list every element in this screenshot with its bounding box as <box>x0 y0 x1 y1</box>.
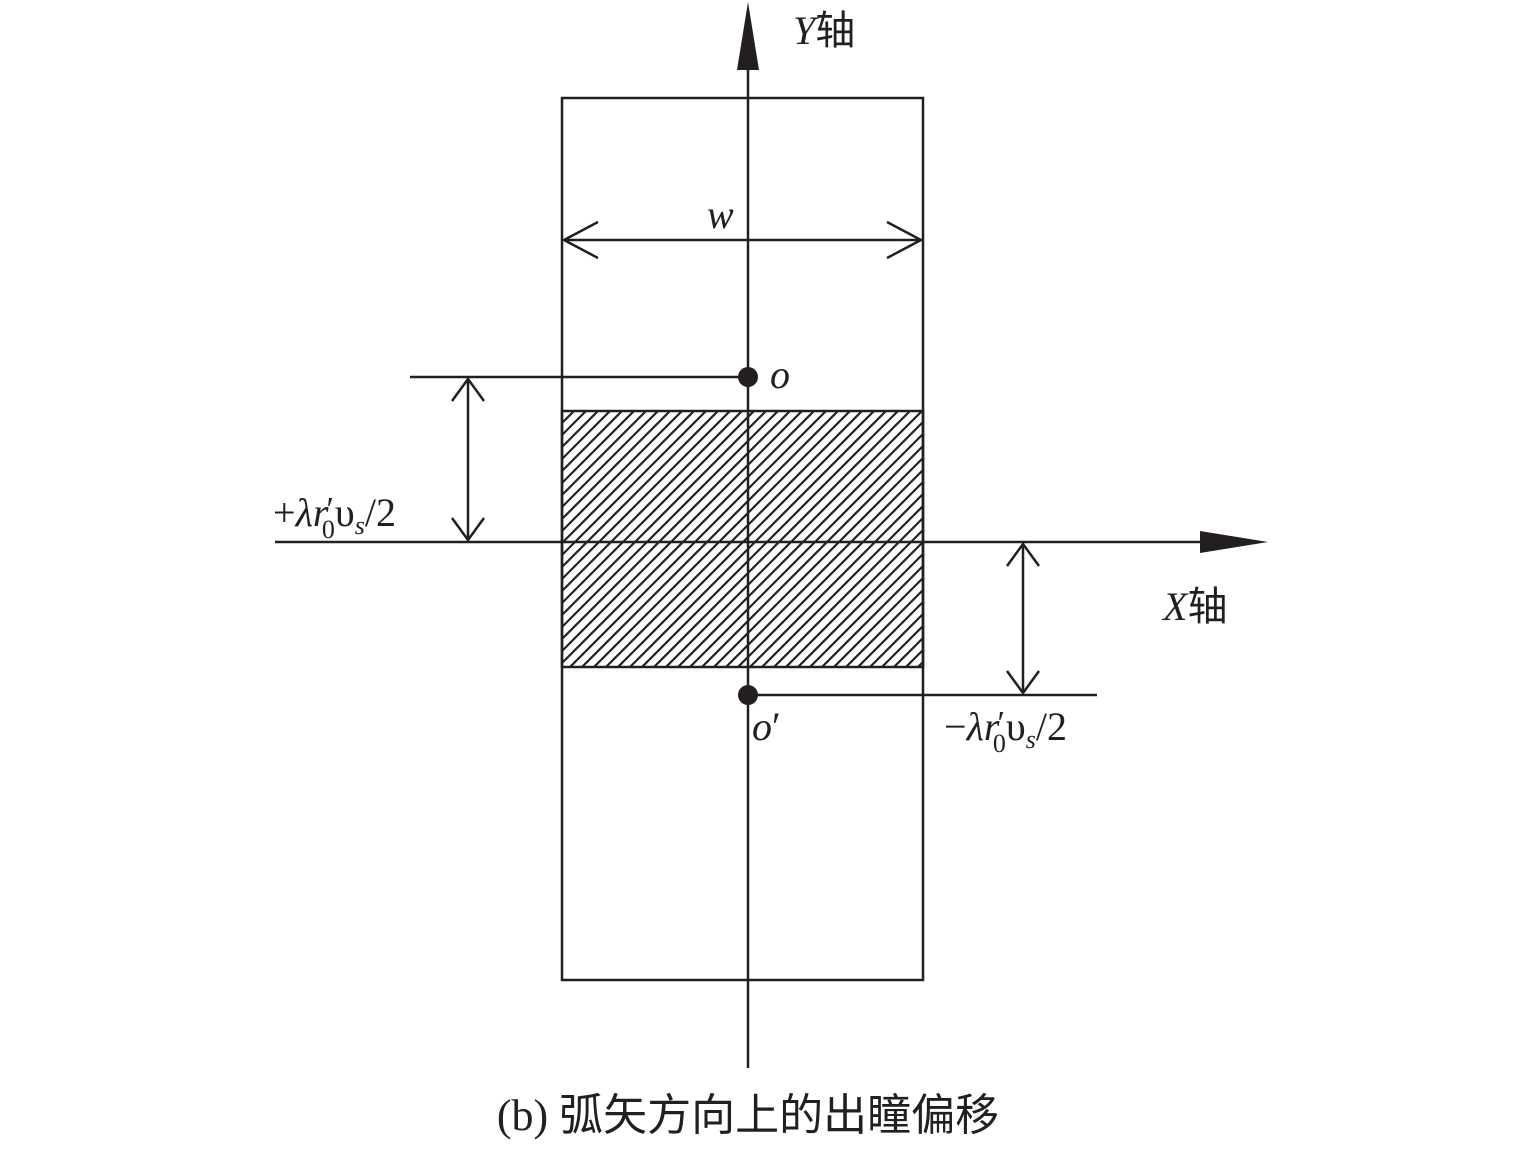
hatch-line <box>562 411 695 545</box>
plus-offset-label: +λr′0υs/2 <box>273 490 396 544</box>
hatch-line <box>562 411 767 617</box>
width-dimension <box>561 220 924 260</box>
hatch-line <box>737 480 923 667</box>
hatch-line <box>562 411 647 497</box>
hatch-line <box>562 411 671 521</box>
width-label: w <box>707 192 734 237</box>
hatch-line <box>930 411 1186 667</box>
hatch-line <box>905 648 923 667</box>
hatch-line <box>665 411 923 667</box>
hatch-line <box>562 411 743 593</box>
minus-offset-label: −λr′0υs/2 <box>944 704 1067 758</box>
hatch-line <box>725 468 923 667</box>
hatch-line <box>713 456 923 667</box>
hatched-region <box>562 411 1186 667</box>
hatch-line <box>845 588 923 667</box>
minus-offset-dimension <box>1005 541 1041 696</box>
hatch-line <box>629 411 887 667</box>
hatch-line <box>677 420 923 667</box>
hatch-line <box>562 411 659 509</box>
hatch-line <box>562 411 731 581</box>
shifted-origin-dot <box>738 685 758 705</box>
hatch-line <box>562 411 623 473</box>
pupil-rectangle <box>560 96 925 982</box>
hatch-line <box>562 411 635 485</box>
shifted-origin-label: o′ <box>752 704 781 749</box>
hatch-line <box>569 411 827 667</box>
hatched-region-border <box>560 409 925 669</box>
hatch-line <box>761 504 923 667</box>
hatch-line <box>857 600 923 667</box>
hatch-line <box>821 564 923 667</box>
hatch-line <box>562 411 611 461</box>
hatch-line <box>562 411 683 533</box>
plus-offset-dimension <box>450 376 486 543</box>
hatch-line <box>562 411 587 437</box>
hatch-line <box>773 516 923 667</box>
origin-label: o <box>770 352 790 397</box>
hatch-line <box>562 411 563 413</box>
hatch-line <box>809 552 923 667</box>
hatch-line <box>653 411 911 667</box>
y-axis-arrowhead <box>737 2 759 70</box>
hatch-line <box>833 576 923 667</box>
hatch-line <box>785 528 923 667</box>
hatch-line <box>562 411 719 569</box>
hatch-line <box>562 411 803 653</box>
y-axis-label: Y轴 <box>793 8 855 53</box>
hatch-line <box>562 411 707 557</box>
hatch-line <box>562 411 779 629</box>
origin-dot <box>738 367 758 387</box>
hatch-line <box>641 411 899 667</box>
hatch-line <box>593 411 851 667</box>
hatch-line <box>749 492 923 667</box>
hatch-line <box>617 411 875 667</box>
hatch-line <box>562 411 755 605</box>
x-axis-label: X轴 <box>1161 584 1227 629</box>
hatch-line <box>701 444 923 667</box>
hatch-line <box>562 411 815 665</box>
hatch-line <box>689 432 923 667</box>
hatch-line <box>581 411 839 667</box>
hatch-line <box>797 540 923 667</box>
hatch-line <box>605 411 863 667</box>
hatch-line <box>917 660 923 667</box>
figure-caption: (b) 弧矢方向上的出瞳偏移 <box>497 1091 999 1140</box>
hatch-line <box>869 612 923 667</box>
x-axis-arrowhead <box>1200 531 1268 553</box>
